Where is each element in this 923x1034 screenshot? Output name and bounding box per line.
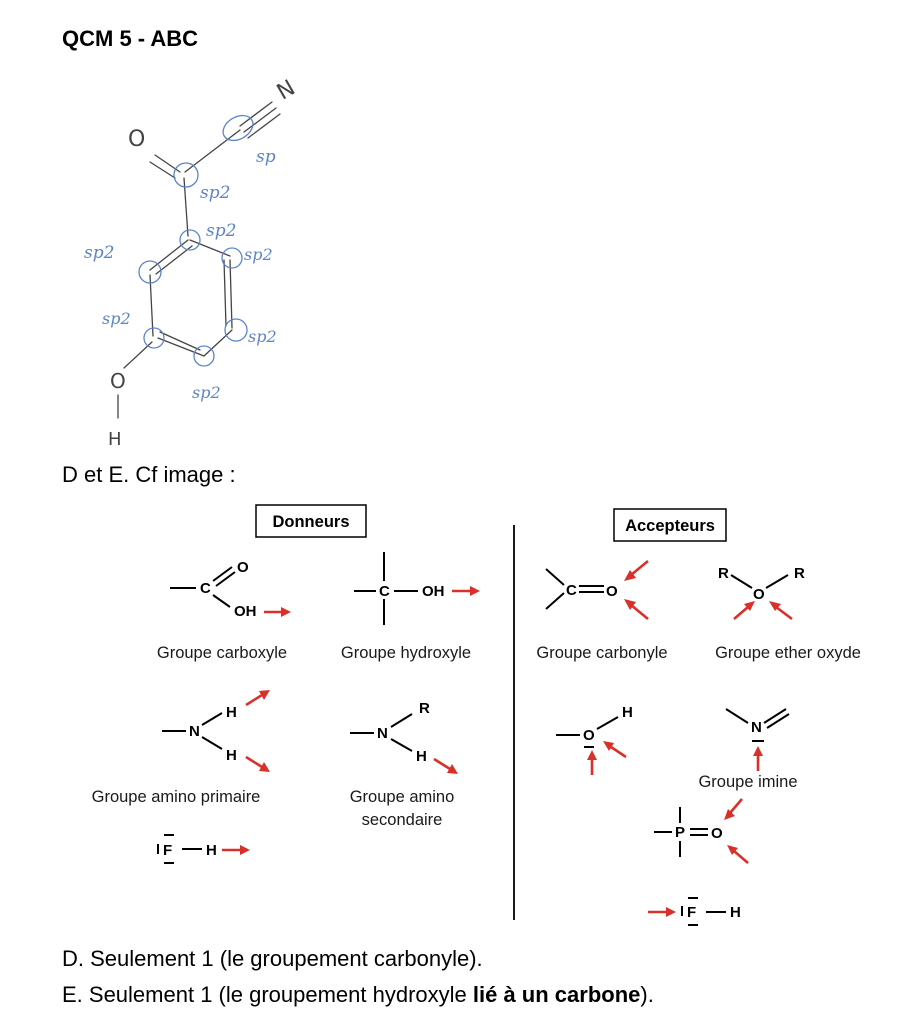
hf-acceptor-structure: F H [648, 897, 741, 926]
donneurs-title: Donneurs [272, 513, 349, 531]
carbonyle-structure: C O [545, 559, 649, 621]
label-hydroxyle: Groupe hydroxyle [341, 644, 471, 662]
answer-e-bold: lié à un carbone [472, 982, 641, 1007]
sketch-oxygen-2: O [110, 369, 126, 393]
carboxyle-structure: C O OH [170, 559, 291, 620]
label-amino-secondaire: secondaire [362, 811, 443, 829]
svg-text:OH: OH [422, 583, 445, 600]
svg-text:H: H [416, 748, 427, 765]
amino-primaire-structure: N H H [162, 690, 270, 772]
answer-e: E. Seulement 1 (le groupement hydroxyle … [62, 982, 654, 1008]
svg-text:N: N [377, 725, 388, 742]
answer-d: D. Seulement 1 (le groupement carbonyle)… [62, 946, 483, 971]
svg-text:C: C [379, 583, 390, 600]
hybrid-label: sp2 [84, 243, 114, 263]
hybrid-label: sp2 [244, 245, 273, 264]
page-title: QCM 5 - ABC [62, 26, 199, 51]
svg-text:O: O [753, 586, 765, 603]
hbond-figure: Donneurs Accepteurs C O OH Groupe carbox… [92, 504, 861, 926]
hybrid-label: sp2 [248, 327, 277, 346]
hybrid-label: sp2 [206, 221, 236, 241]
svg-text:C: C [566, 582, 577, 599]
svg-text:H: H [226, 747, 237, 764]
hybrid-label: sp2 [192, 383, 221, 402]
molecule-sketch: O N O H sp sp2 sp2 sp2 sp2 sp2 sp2 sp2 [84, 76, 300, 450]
hybrid-label: sp2 [102, 309, 131, 328]
svg-text:OH: OH [234, 603, 257, 620]
sketch-nitrogen: N [273, 76, 300, 106]
label-amino-primaire: Groupe amino primaire [92, 788, 261, 806]
svg-text:H: H [622, 704, 633, 721]
label-imine: Groupe imine [698, 773, 797, 791]
hydroxyle-acceptor-structure: O H [556, 704, 633, 775]
svg-text:O: O [583, 727, 595, 744]
sketch-oxygen: O [128, 127, 145, 152]
svg-text:F: F [163, 842, 172, 859]
svg-text:O: O [711, 825, 723, 842]
svg-text:H: H [226, 704, 237, 721]
svg-text:N: N [189, 723, 200, 740]
svg-text:R: R [419, 700, 430, 717]
svg-text:P: P [675, 824, 685, 841]
svg-text:R: R [794, 565, 805, 582]
svg-text:N: N [751, 719, 762, 736]
imine-structure: N [725, 708, 790, 771]
hybrid-label: sp2 [200, 183, 230, 203]
svg-text:H: H [730, 904, 741, 921]
answer-e-suffix: ). [640, 982, 654, 1007]
answer-e-prefix: E. Seulement 1 (le groupement hydroxyle [62, 982, 473, 1007]
svg-text:F: F [687, 904, 696, 921]
svg-text:C: C [200, 580, 211, 597]
sketch-hydrogen: H [108, 429, 122, 450]
svg-text:R: R [718, 565, 729, 582]
hybrid-label: sp [256, 147, 276, 167]
label-ether: Groupe ether oxyde [715, 644, 861, 662]
label-carboxyle: Groupe carboxyle [157, 644, 287, 662]
svg-text:H: H [206, 842, 217, 859]
svg-text:O: O [606, 583, 618, 600]
accepteurs-title: Accepteurs [625, 517, 715, 535]
label-carbonyle: Groupe carbonyle [536, 644, 667, 662]
intro-text: D et E. Cf image : [62, 462, 236, 487]
svg-text:O: O [237, 559, 249, 576]
label-amino-secondaire: Groupe amino [350, 788, 455, 806]
amino-secondaire-structure: N R H [350, 700, 458, 774]
ether-structure: R O R [718, 565, 805, 621]
hydroxyle-structure: C OH [354, 552, 480, 625]
hf-donor-structure: F H [157, 834, 250, 864]
phosphine-oxide-structure: P O [654, 798, 749, 864]
